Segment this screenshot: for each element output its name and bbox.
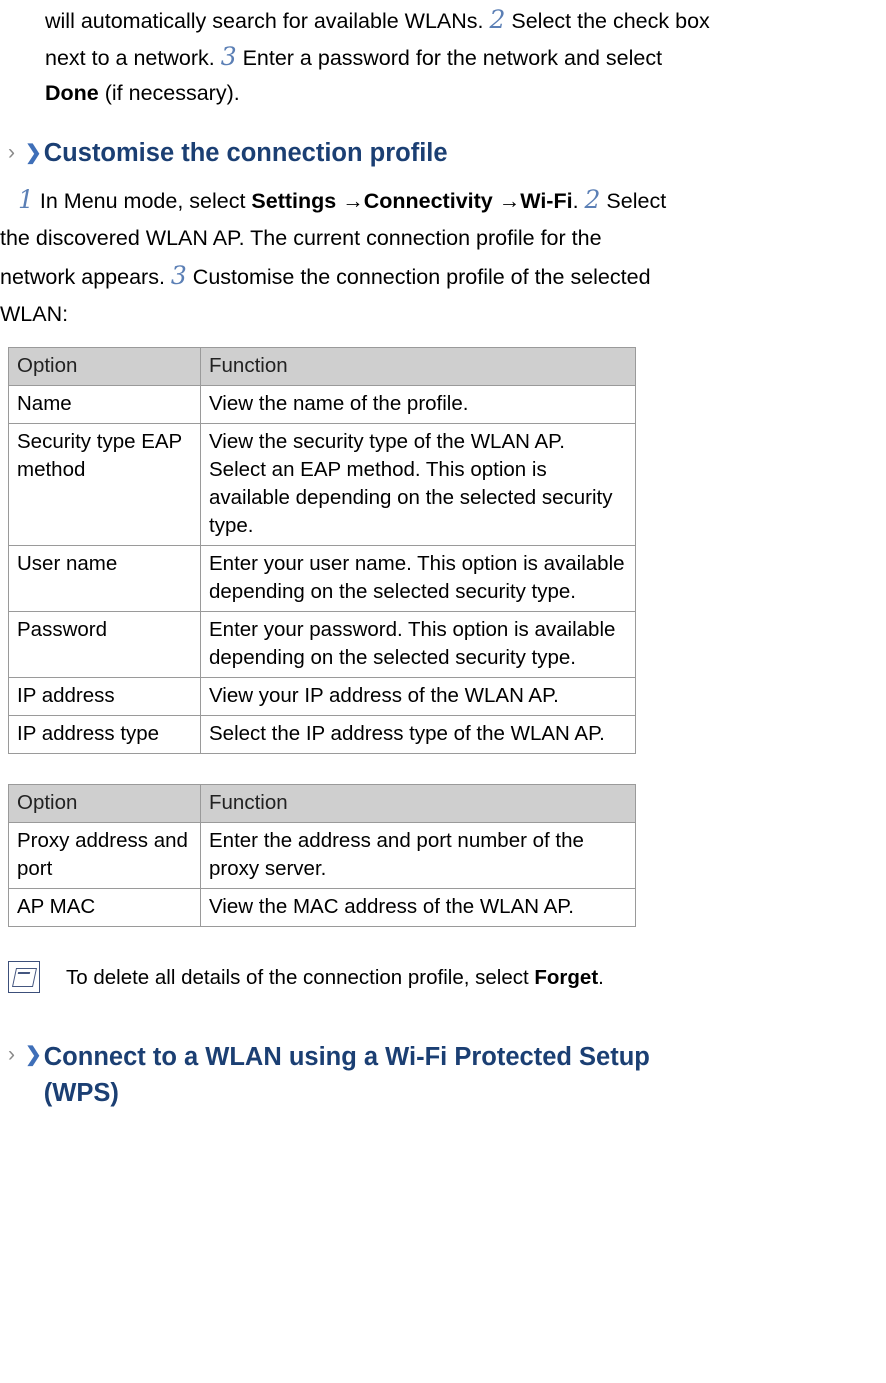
- steps-text-5: Select: [600, 189, 667, 213]
- section-heading-customise: › ❯ Customise the connection profile: [8, 137, 886, 169]
- chevron-blue-icon: ❯: [25, 142, 42, 164]
- intro-line-1-text-b: Select the check box: [505, 9, 710, 33]
- section-heading-wps-line2: (WPS): [43, 1079, 119, 1107]
- steps-line-1: 1 In Menu mode, select Settings →Connect…: [18, 181, 886, 220]
- table-header-row: Option Function: [8, 784, 636, 823]
- table2-row0-option: Proxy address and port: [8, 822, 201, 889]
- table2-row1-function: View the MAC address of the WLAN AP.: [200, 888, 636, 927]
- chevron-blue-icon: ❯: [25, 1044, 42, 1066]
- note-text: To delete all details of the connection …: [66, 963, 604, 993]
- table-row: Security type EAP method View the securi…: [8, 423, 636, 546]
- table2-row1-option: AP MAC: [8, 888, 201, 927]
- table1-row2-function: Enter your user name. This option is ava…: [200, 545, 636, 612]
- table1-row2-option: User name: [8, 545, 201, 612]
- table-row: User name Enter your user name. This opt…: [8, 545, 636, 612]
- table1-body: Name View the name of the profile. Secur…: [8, 385, 636, 754]
- section-heading-wps-line1: Connect to a WLAN using a Wi-Fi Protecte…: [43, 1043, 650, 1071]
- table1-row0-function: View the name of the profile.: [200, 385, 636, 424]
- intro-line-3-text-b: (if necessary).: [98, 81, 240, 105]
- connection-profile-options-table: Option Function Name View the name of th…: [8, 347, 636, 754]
- note-block: To delete all details of the connection …: [8, 957, 886, 993]
- table-row: AP MAC View the MAC address of the WLAN …: [8, 888, 636, 927]
- step-number-3: 3: [220, 42, 237, 71]
- table2-header: Option Function: [8, 784, 636, 823]
- step-number-2: 2: [489, 5, 506, 34]
- table-row: Name View the name of the profile.: [8, 385, 636, 424]
- section-heading-text: Customise the connection profile: [43, 139, 448, 167]
- menu-connectivity-label: Connectivity: [363, 189, 493, 213]
- intro-paragraph: will automatically search for available …: [45, 0, 876, 111]
- steps-text-9: WLAN:: [0, 302, 69, 326]
- done-label: Done: [45, 81, 99, 105]
- steps-text-3: →: [492, 189, 521, 213]
- connection-profile-options-table-continued: Option Function Proxy address and port E…: [8, 784, 636, 927]
- note-icon-shape: [11, 968, 38, 987]
- table1-row1-function: View the security type of the WLAN AP. S…: [200, 423, 636, 546]
- table1-header-function: Function: [200, 347, 636, 386]
- intro-line-1: will automatically search for available …: [45, 2, 876, 39]
- table-row: Proxy address and port Enter the address…: [8, 822, 636, 889]
- intro-line-2-text-a: next to a network.: [45, 46, 221, 70]
- intro-line-3: Done (if necessary).: [45, 76, 876, 111]
- step-number-2b: 2: [584, 185, 601, 214]
- steps-text-1: In Menu mode, select: [33, 189, 252, 213]
- intro-line-2: next to a network. 3 Enter a password fo…: [45, 39, 876, 76]
- menu-settings-label: Settings: [251, 189, 337, 213]
- table1-row0-option: Name: [8, 385, 201, 424]
- table-header-row: Option Function: [8, 347, 636, 386]
- forget-label: Forget: [534, 966, 599, 989]
- chevron-right-icon: ›: [8, 141, 15, 164]
- note-pencil-icon: [8, 961, 40, 993]
- steps-paragraph: 1 In Menu mode, select Settings →Connect…: [0, 181, 886, 333]
- section-heading-wps-text: Connect to a WLAN using a Wi-Fi Protecte…: [44, 1039, 650, 1111]
- intro-line-2-text-b: Enter a password for the network and sel…: [236, 46, 663, 70]
- chevron-right-icon: ›: [8, 1043, 15, 1066]
- steps-text-6: the discovered WLAN AP. The current conn…: [0, 226, 602, 250]
- table1-row4-function: View your IP address of the WLAN AP.: [200, 677, 636, 716]
- steps-line-2: the discovered WLAN AP. The current conn…: [0, 220, 886, 257]
- table1-header: Option Function: [8, 347, 636, 386]
- table1-row3-option: Password: [8, 611, 201, 678]
- table1-header-option: Option: [8, 347, 201, 386]
- steps-text-7: network appears.: [0, 265, 171, 289]
- note-icon-line: [17, 972, 31, 974]
- table1-row3-function: Enter your password. This option is avai…: [200, 611, 636, 678]
- steps-text-2: →: [336, 189, 364, 213]
- table2-row0-function: Enter the address and port number of the…: [200, 822, 636, 889]
- menu-wifi-label: Wi-Fi: [520, 189, 573, 213]
- table-row: IP address type Select the IP address ty…: [8, 715, 636, 754]
- table1-row1-option: Security type EAP method: [8, 423, 201, 546]
- section-heading-wps: › ❯ Connect to a WLAN using a Wi-Fi Prot…: [8, 1039, 886, 1111]
- steps-line-4: WLAN:: [0, 296, 886, 333]
- steps-text-8: Customise the connection profile of the …: [186, 265, 651, 289]
- intro-line-1-text-a: will automatically search for available …: [45, 9, 490, 33]
- step-number-3b: 3: [170, 261, 187, 290]
- table-row: IP address View your IP address of the W…: [8, 677, 636, 716]
- steps-text-4: .: [572, 189, 585, 213]
- step-number-1: 1: [18, 185, 34, 214]
- table1-row5-function: Select the IP address type of the WLAN A…: [200, 715, 636, 754]
- table-gap: [0, 754, 886, 770]
- table-row: Password Enter your password. This optio…: [8, 611, 636, 678]
- table1-row4-option: IP address: [8, 677, 201, 716]
- note-text-b: .: [598, 966, 604, 989]
- table2-header-option: Option: [8, 784, 201, 823]
- table2-header-function: Function: [200, 784, 636, 823]
- note-text-a: To delete all details of the connection …: [66, 966, 535, 989]
- table1-row5-option: IP address type: [8, 715, 201, 754]
- table2-body: Proxy address and port Enter the address…: [8, 822, 636, 927]
- steps-line-3: network appears. 3 Customise the connect…: [0, 257, 886, 296]
